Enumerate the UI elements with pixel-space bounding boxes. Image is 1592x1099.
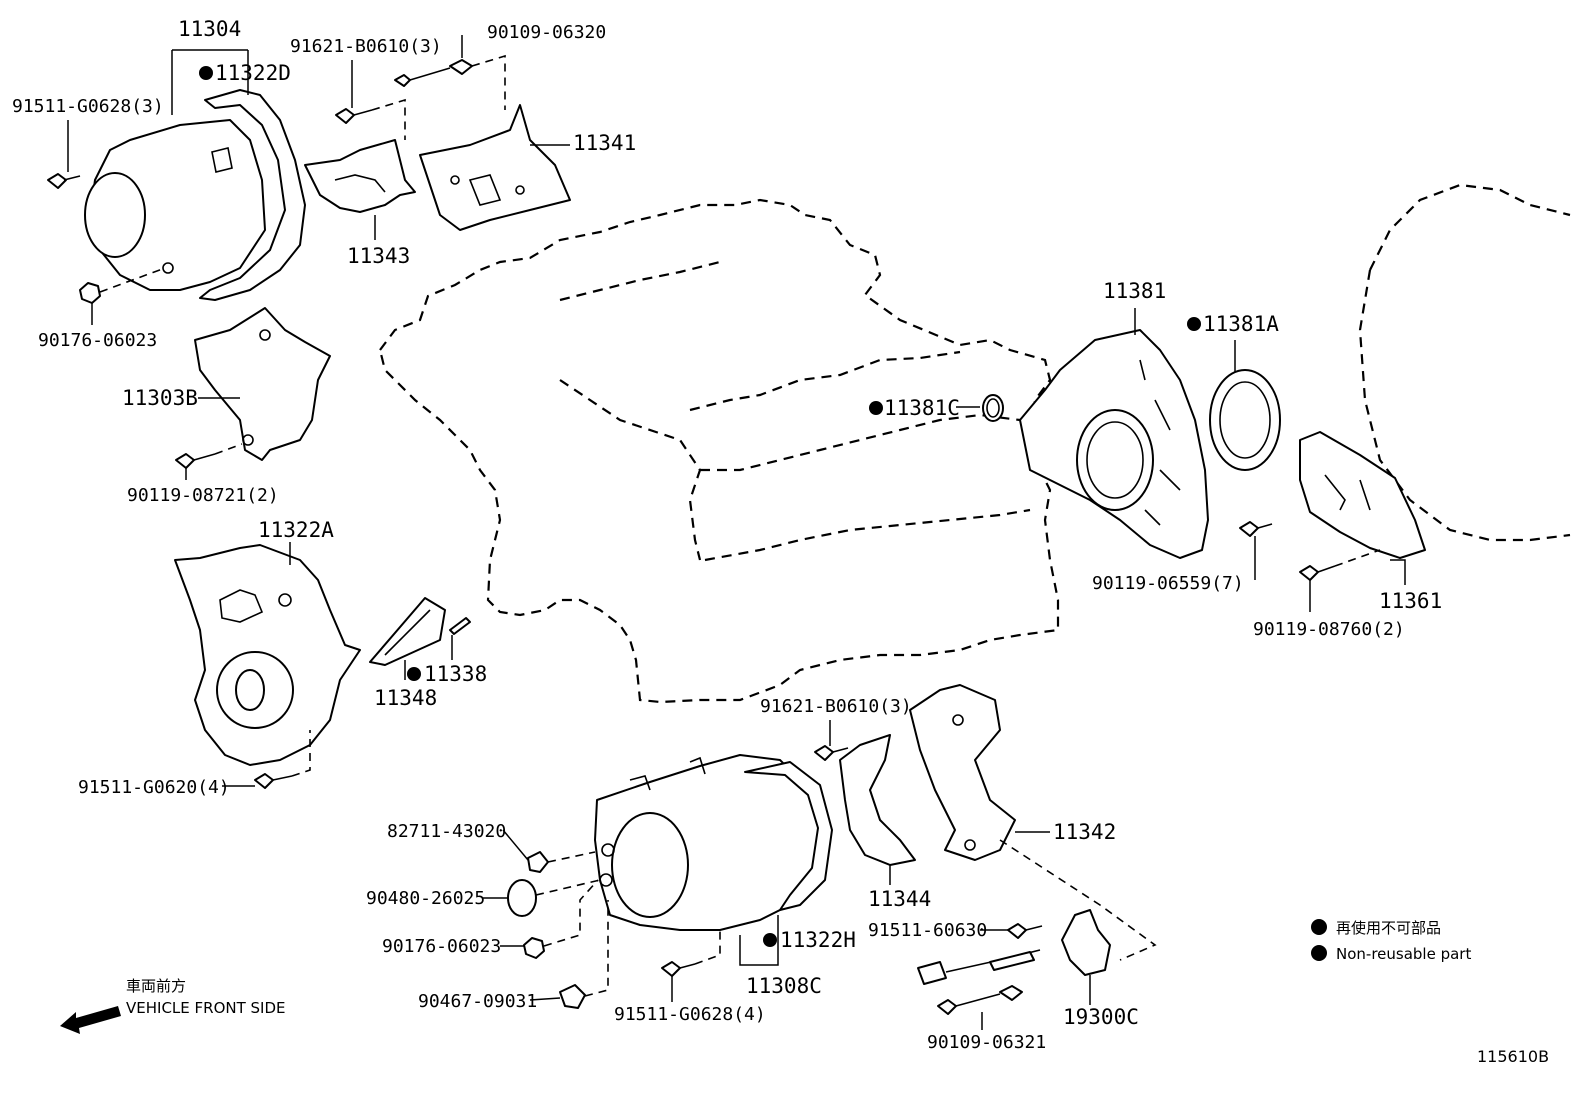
bolt-90119-08760 [1299,549,1381,581]
label-11381C: 11381C [884,396,960,420]
label-90467-09031: 90467-09031 [418,991,537,1012]
marker-dot [869,401,883,415]
bracket-11344 [839,734,916,866]
bolt-91511-60630 [1007,923,1043,939]
legend-dot [1311,919,1327,935]
plate-11361 [1299,431,1426,559]
front-arrow-icon [60,1006,121,1034]
label-11303B: 11303B [122,386,198,410]
legend: 再使用不可部品 Non-reusable part [1311,919,1471,963]
clip-82711-43020 [527,851,596,873]
bolt-91511-G0628 [47,173,81,189]
marker-dot [1187,317,1201,331]
label-91621-B0610-3-bottom: 91621-B0610(3) [760,696,912,717]
label-11381A: 11381A [1203,312,1279,336]
leader-lines [67,35,1406,1030]
pin-11338 [449,617,471,635]
legend-dot [1311,945,1327,961]
oil-seal-11381A [1209,369,1281,471]
sensor-19300C [917,839,1157,985]
label-11308C: 11308C [746,974,822,998]
label-11338: 11338 [424,662,487,686]
label-11361: 11361 [1379,589,1442,613]
label-90480-26025: 90480-26025 [366,888,485,909]
clip-90467-09031 [559,900,609,1009]
bracket-11342 [909,684,1016,861]
marker-dot [199,66,213,80]
grommet-90480-26025 [507,879,601,917]
label-11381: 11381 [1103,279,1166,303]
diagram-code: 115610B [1477,1047,1549,1066]
cover-11303B [194,307,331,461]
bolt-91621-B0610-top [335,98,406,140]
label-90109-06320: 90109-06320 [487,22,606,43]
bolt-90119-08721 [175,443,243,469]
bracket-11348 [369,597,446,666]
label-11343: 11343 [347,244,410,268]
o-ring-11381C [982,394,1004,422]
bracket-11343 [304,139,416,213]
label-90176-06023-bottom: 90176-06023 [382,936,501,957]
nut-90176-06023-top [79,267,166,304]
label-90119-06559-7: 90119-06559(7) [1092,573,1244,594]
label-11342: 11342 [1053,820,1116,844]
bolt-91511-G0628-4 [661,930,721,977]
label-11322D: 11322D [215,61,291,85]
front-jp: 車両前方 [126,977,186,995]
front-en: VEHICLE FRONT SIDE [126,999,286,1017]
label-91511-G0628-3: 91511-G0628(3) [12,96,164,117]
label-11341: 11341 [573,131,636,155]
part-labels: 11304 11322D 91511-G0628(3) 91621-B0610(… [12,17,1442,1053]
stud-90109-06320 [394,54,506,110]
label-11322H: 11322H [780,928,856,952]
timing-cover-11308C [594,754,833,931]
label-91621-B0610-3-top: 91621-B0610(3) [290,36,442,57]
label-11322A: 11322A [258,518,334,542]
engine-block-outline [378,198,1060,704]
non-reusable-markers [199,66,1201,947]
vehicle-front-indicator: 車両前方 VEHICLE FRONT SIDE [60,977,286,1034]
nut-90176-06023-bottom [523,879,599,959]
label-91511-60630: 91511-60630 [868,920,987,941]
cover-11322A [174,544,361,766]
label-90119-08760-2: 90119-08760(2) [1253,619,1405,640]
transmission-outline [1358,183,1571,542]
legend-jp: 再使用不可部品 [1336,919,1441,937]
bolt-91511-G0620 [254,730,311,789]
label-91511-G0628-4: 91511-G0628(4) [614,1004,766,1025]
timing-cover-upper-11304 [84,89,306,301]
label-90109-06321: 90109-06321 [927,1032,1046,1053]
label-90176-06023-top: 90176-06023 [38,330,157,351]
marker-dot [763,933,777,947]
label-19300C: 19300C [1063,1005,1139,1029]
legend-en: Non-reusable part [1336,945,1471,963]
marker-dot [407,667,421,681]
bolt-91621-B0610-bottom [814,745,849,761]
label-11344: 11344 [868,887,931,911]
bolt-90119-06559 [1239,521,1273,537]
label-11348: 11348 [374,686,437,710]
label-91511-G0620-4: 91511-G0620(4) [78,777,230,798]
label-90119-08721-2: 90119-08721(2) [127,485,279,506]
label-82711-43020: 82711-43020 [387,821,506,842]
bracket-11341 [419,104,571,231]
label-11304: 11304 [178,17,241,41]
stud-90109-06321 [937,985,1023,1015]
rear-plate-11381 [1019,329,1209,559]
